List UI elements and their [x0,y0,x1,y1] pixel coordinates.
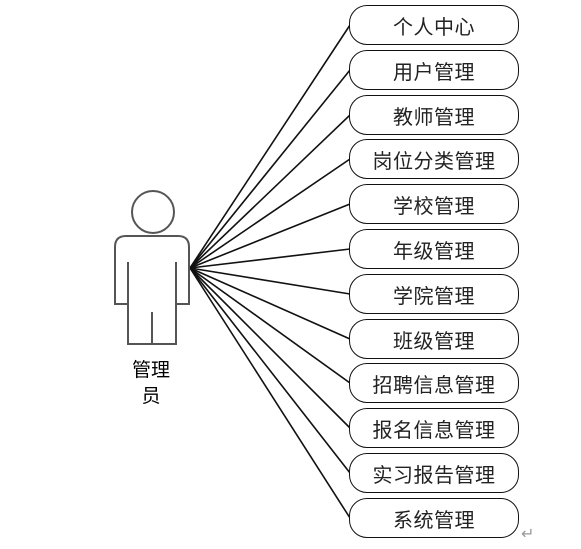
association-line-11 [189,267,351,474]
association-line-7 [189,267,351,295]
use-case-9: 招聘信息管理 [349,363,519,403]
use-case-3: 教师管理 [349,95,519,135]
association-line-12 [189,267,351,519]
actor-label-line2: 员 [141,385,161,407]
association-line-3 [189,114,351,269]
paragraph-return-mark: ↵ [521,524,535,543]
use-case-12: 系统管理 [349,498,519,538]
association-line-9 [189,267,351,384]
association-line-4 [189,158,351,269]
association-line-8 [189,267,351,340]
use-case-1: 个人中心 [349,5,519,45]
use-case-10: 报名信息管理 [349,408,519,448]
association-line-5 [189,203,351,269]
actor-label-line1: 管理 [131,359,170,381]
use-case-4: 岗位分类管理 [349,139,519,179]
use-case-6: 年级管理 [349,229,519,269]
use-case-11: 实习报告管理 [349,453,519,493]
use-case-2: 用户管理 [349,50,519,90]
use-case-7: 学院管理 [349,274,519,314]
association-line-1 [189,24,351,269]
association-line-2 [189,69,351,269]
association-line-6 [189,248,351,269]
use-case-5: 学校管理 [349,184,519,224]
use-case-8: 班级管理 [349,319,519,359]
association-line-10 [189,267,351,429]
